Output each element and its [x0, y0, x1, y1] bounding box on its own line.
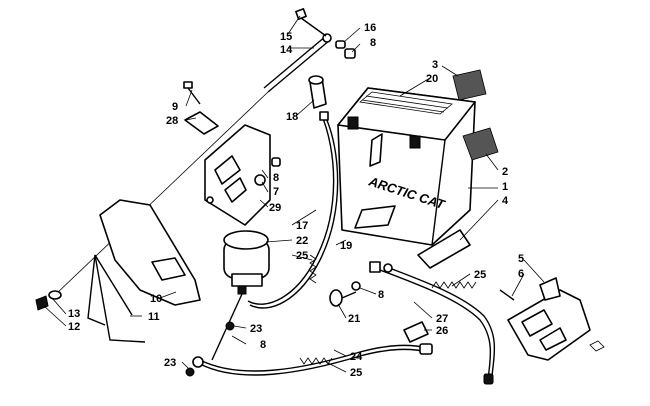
battery-cover	[99, 199, 201, 306]
cable-24	[192, 343, 433, 376]
bolt-21	[329, 281, 361, 307]
callout-14: 14	[280, 44, 293, 56]
callout-19: 19	[340, 240, 352, 252]
battery-pad-right	[417, 229, 471, 269]
callout-5: 5	[518, 253, 524, 265]
callout-4: 4	[502, 195, 509, 207]
callout-11: 11	[148, 311, 160, 323]
callout-22: 22	[296, 235, 308, 247]
callout-7: 7	[273, 186, 279, 198]
nut-8-right	[383, 263, 393, 273]
callout-8-mid: 8	[260, 339, 266, 351]
cable-27	[369, 261, 496, 385]
battery: ARCTIC CAT	[337, 87, 476, 269]
terminal-boot	[403, 321, 429, 343]
callout-16: 16	[364, 22, 376, 34]
callout-29: 29	[269, 202, 281, 214]
wing-nut	[35, 290, 62, 311]
callout-15: 15	[280, 31, 292, 43]
right-bracket	[499, 277, 605, 361]
callout-25-right: 25	[474, 269, 486, 281]
battery-pad-left	[354, 205, 396, 229]
pad-3	[452, 69, 487, 101]
callout-28: 28	[166, 115, 178, 127]
cable-19	[247, 111, 339, 309]
nut-23b	[185, 367, 195, 377]
starter-solenoid	[211, 230, 270, 361]
callout-25-upper: 25	[296, 250, 308, 262]
guide-line	[54, 91, 269, 296]
callout-27: 27	[436, 313, 448, 325]
callout-13: 13	[68, 308, 80, 320]
pad-2	[462, 127, 499, 161]
callout-3: 3	[432, 59, 438, 71]
nut-23a	[225, 321, 235, 331]
callout-26: 26	[436, 325, 448, 337]
callout-6: 6	[518, 268, 524, 280]
support-stand	[87, 254, 146, 343]
callout-8-bracket: 8	[273, 172, 279, 184]
callout-21: 21	[348, 313, 360, 325]
battery-bracket	[204, 124, 281, 226]
callout-labels: 15 14 16 8 3 20 2 1 4 9 28 18 8 7 29 17 …	[68, 22, 524, 379]
hold-down-rod	[263, 8, 332, 93]
boot-25-upper	[309, 254, 317, 284]
callout-10: 10	[150, 293, 162, 305]
callout-8-right: 8	[378, 289, 384, 301]
callout-23-mid: 23	[250, 323, 262, 335]
callout-17: 17	[296, 220, 308, 232]
callout-20: 20	[426, 73, 438, 85]
callout-23-low: 23	[164, 357, 176, 369]
callout-1: 1	[502, 181, 508, 193]
callout-2: 2	[502, 166, 508, 178]
callout-25-lower: 25	[350, 367, 362, 379]
callout-9: 9	[172, 101, 178, 113]
top-nut	[335, 40, 356, 59]
leader-lines	[43, 15, 545, 373]
callout-12: 12	[68, 321, 80, 333]
callout-18: 18	[286, 111, 298, 123]
callout-8-top: 8	[370, 37, 376, 49]
bolt-and-plate	[183, 81, 219, 135]
callout-24: 24	[350, 351, 363, 363]
